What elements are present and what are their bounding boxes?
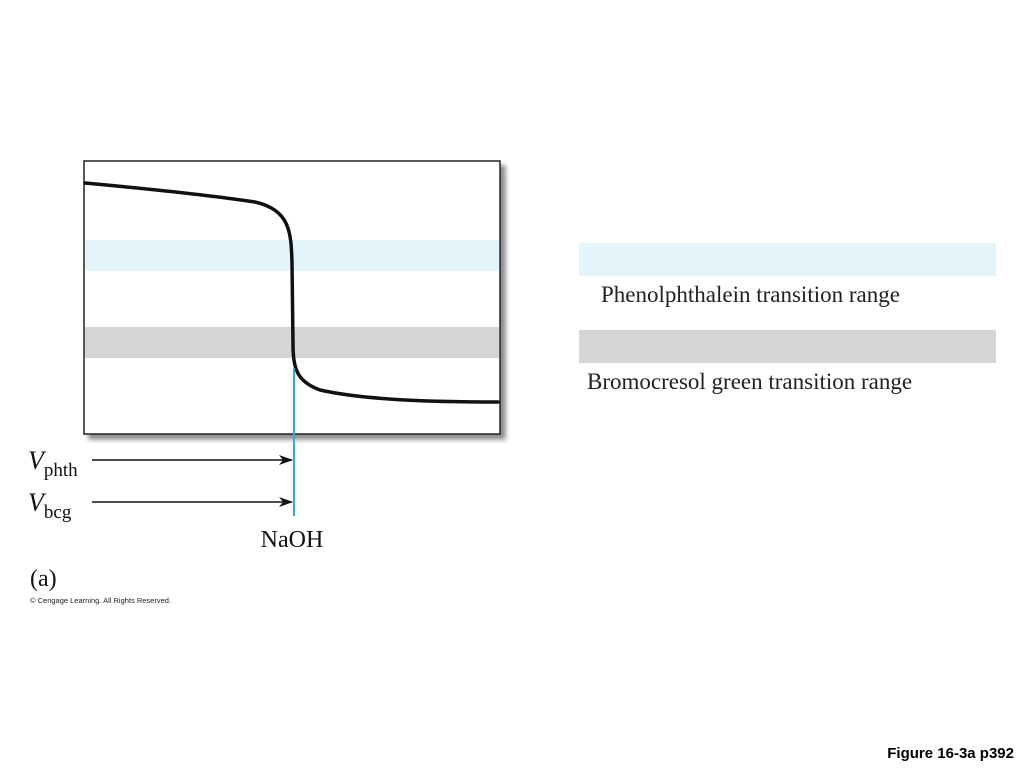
vbcg-label: Vbcg [28,488,72,523]
legend-bromocresol-swatch [579,330,996,363]
titration-curve [83,181,500,404]
figure-reference: Figure 16-3a p392 [887,745,1014,762]
vphth-label: Vphth [28,446,78,481]
naoh-label: NaOH [261,527,324,553]
legend-phenolphthalein-swatch [579,243,996,276]
legend-phenolphthalein-label: Phenolphthalein transition range [601,282,900,307]
copyright-notice: © Cengage Learning. All Rights Reserved. [30,596,172,605]
panel-label: (a) [30,566,57,592]
legend-bromocresol-label: Bromocresol green transition range [587,369,913,394]
